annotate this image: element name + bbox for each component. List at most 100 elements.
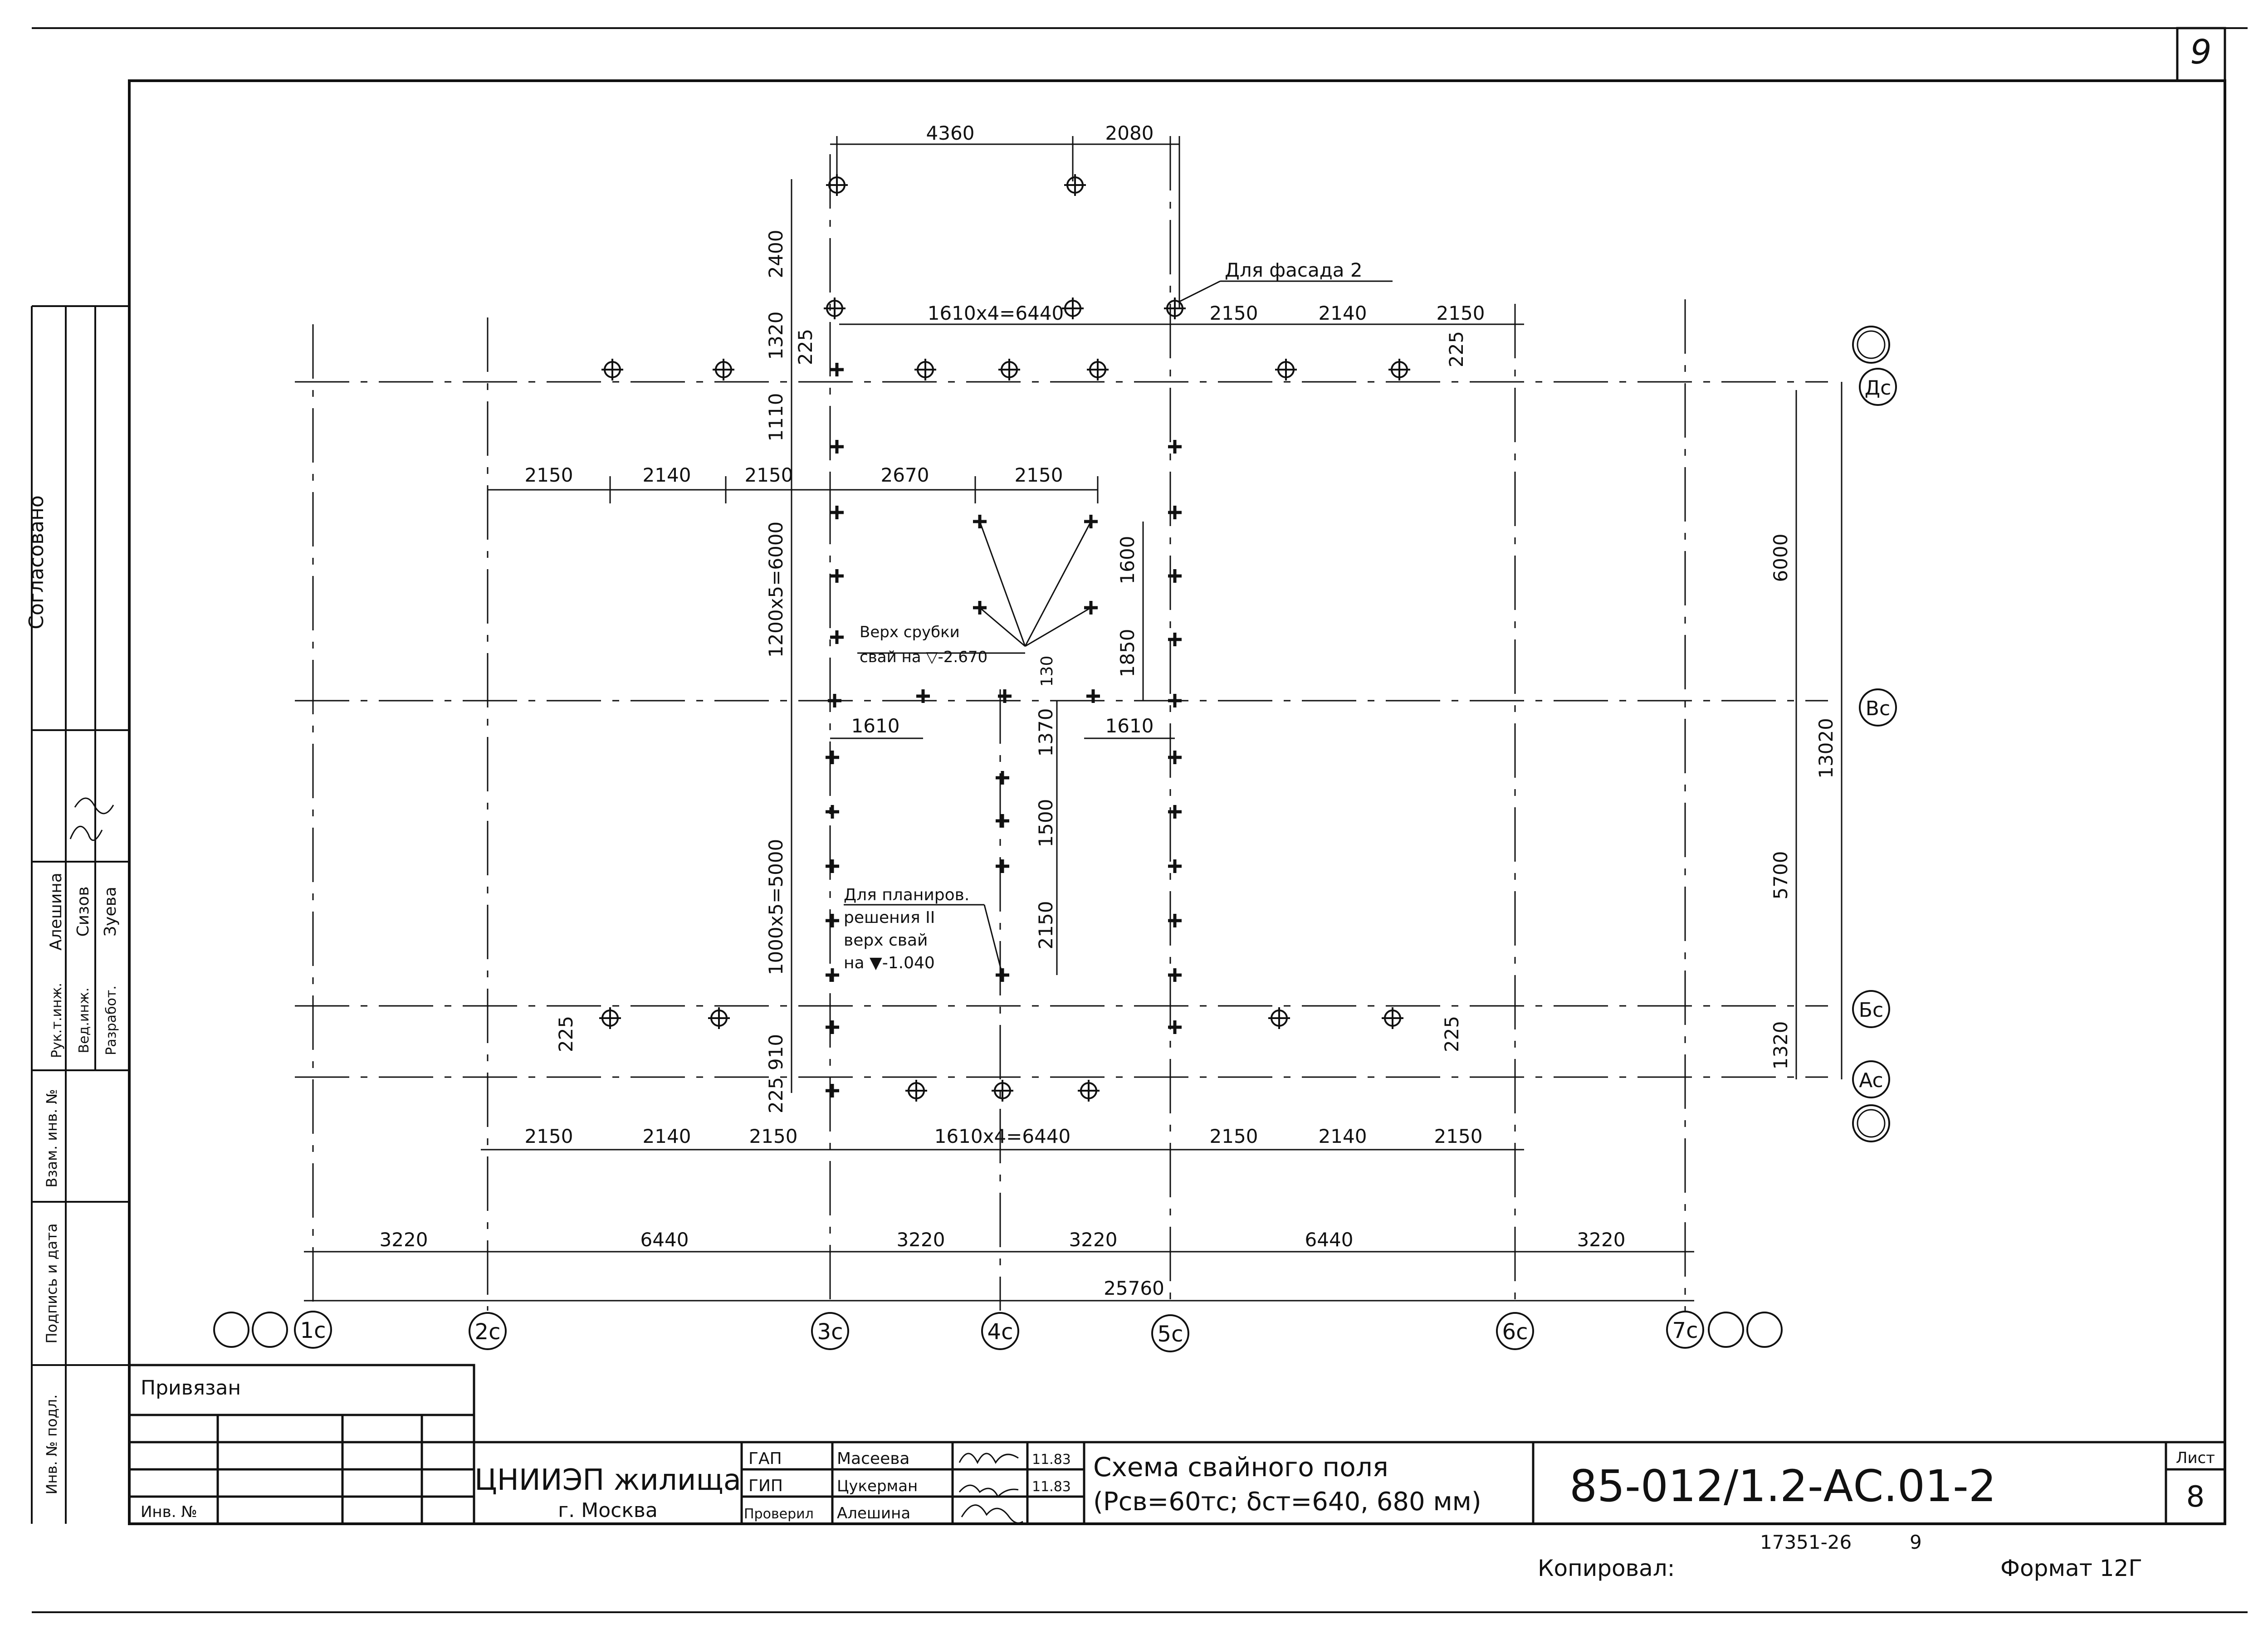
column-axis-markers: 1c 2c 3c 4c 5c 6c 7c <box>213 1311 1783 1352</box>
dim-bottom-2150b: 2150 <box>749 1125 798 1147</box>
dim-bottom-2150a: 2150 <box>525 1125 573 1147</box>
dim-inner-1500: 1500 <box>1035 799 1057 848</box>
axis-bubble-5c: 5c <box>1151 1314 1189 1352</box>
dim-top-v-1110: 1110 <box>765 393 787 442</box>
stamp-name-3: Алешина <box>837 1504 910 1522</box>
svg-text:1c: 1c <box>300 1318 326 1343</box>
dim-right-6000: 6000 <box>1769 534 1792 582</box>
dim-right-1320: 1320 <box>1769 1021 1792 1070</box>
dim-upper-2140: 2140 <box>1319 302 1367 324</box>
dim-axis-6440b: 6440 <box>1305 1229 1354 1251</box>
stamp-code: 85-012/1.2-АС.01-2 <box>1569 1461 1996 1512</box>
axis-bubble-2c: 2c <box>469 1312 507 1350</box>
dim-bottom-2150c: 2150 <box>1210 1125 1258 1147</box>
svg-text:6c: 6c <box>1502 1319 1528 1345</box>
note-plan-2: решения II <box>844 908 935 927</box>
dim-bottom-2150d: 2150 <box>1434 1125 1483 1147</box>
dim-inner-1850: 1850 <box>1116 629 1139 678</box>
side-name-1: Алешина <box>47 873 65 951</box>
dim-second-2150b: 2150 <box>745 464 793 486</box>
dim-left-225b: 225 <box>765 1077 787 1113</box>
dim-axis-3220b: 3220 <box>897 1229 945 1251</box>
svg-text:4c: 4c <box>987 1319 1013 1345</box>
dim-bottom-6440: 1610x4=6440 <box>934 1125 1071 1147</box>
dim-bottom-2140a: 2140 <box>643 1125 691 1147</box>
dim-second-2150a: 2150 <box>525 464 573 486</box>
dimension-lines <box>304 136 1843 1302</box>
dim-axis-3220d: 3220 <box>1577 1229 1626 1251</box>
axis-bubble-Bc: Бс <box>1852 990 1890 1028</box>
stamp-title-2: (Рсв=60тс; δст=640, 680 мм) <box>1093 1487 1481 1517</box>
footer-copied: Копировал: <box>1538 1555 1675 1581</box>
svg-text:5c: 5c <box>1158 1322 1183 1347</box>
side-cell-orig: Инв. № подл. <box>43 1395 60 1495</box>
dim-right-5700: 5700 <box>1769 851 1792 900</box>
axis-bubble-Vc: Вс <box>1859 688 1897 727</box>
note-plan-1: Для планиров. <box>844 886 969 904</box>
dim-top-2080: 2080 <box>1105 122 1154 144</box>
stamp-sheet-no: 8 <box>2186 1480 2205 1514</box>
dim-left-910: 910 <box>765 1034 787 1070</box>
dim-right-13020: 13020 <box>1815 718 1837 779</box>
footer-copy-no: 17351-26 <box>1760 1531 1852 1553</box>
stamp-role-2: ГИП <box>748 1477 783 1495</box>
dim-left-5000: 1000x5=5000 <box>765 839 787 976</box>
axis-bubble-7c: 7c <box>1666 1311 1783 1349</box>
stamp-org-1: ЦНИИЭП жилища <box>474 1463 741 1497</box>
dim-inner-1600: 1600 <box>1116 536 1139 585</box>
stamp-title-1: Схема свайного поля <box>1093 1452 1388 1483</box>
stamp-inv-no: Инв. № <box>141 1503 197 1521</box>
signature-marks <box>69 797 1023 1524</box>
stamp-date-2: 11.83 <box>1032 1479 1071 1495</box>
title-block-text: Привязан Инв. № ЦНИИЭП жилища г. Москва … <box>141 1376 2215 1522</box>
dim-top-v-1320: 1320 <box>765 312 787 360</box>
dim-inner-2150: 2150 <box>1035 901 1057 950</box>
dim-left-225a: 225 <box>555 1016 577 1052</box>
side-cell-sign: Подпись и дата <box>43 1223 60 1343</box>
stamp-date-1: 11.83 <box>1032 1452 1071 1468</box>
stamp-org-2: г. Москва <box>558 1499 658 1522</box>
dim-upper-2150a: 2150 <box>1210 302 1258 324</box>
footer-format: Формат 12Г <box>2000 1555 2142 1581</box>
dim-inner-1370: 1370 <box>1035 708 1057 757</box>
svg-text:7c: 7c <box>1672 1318 1698 1343</box>
dim-second-2670: 2670 <box>881 464 929 486</box>
dim-upper-225: 225 <box>1445 331 1467 367</box>
dim-inner-1610a: 1610 <box>851 715 900 737</box>
dim-top-4360: 4360 <box>926 122 975 144</box>
svg-text:3c: 3c <box>817 1319 843 1345</box>
axis-bubble-Dc: Дс <box>1859 368 1897 406</box>
dim-second-2140: 2140 <box>643 464 691 486</box>
dim-top-v-225: 225 <box>794 329 816 365</box>
svg-text:Вс: Вс <box>1866 697 1890 720</box>
note-facade: Для фасада 2 <box>1225 259 1363 281</box>
svg-text:2c: 2c <box>475 1319 501 1345</box>
side-cell-replace: Взам. инв. № <box>43 1089 60 1187</box>
note-plan-3: верх свай <box>844 931 928 950</box>
dim-overall: 25760 <box>1104 1277 1164 1299</box>
stamp-role-1: ГАП <box>748 1449 782 1468</box>
axis-bubble-Ac: Ac <box>1852 1060 1890 1098</box>
axis-bubble-6c: 6c <box>1496 1312 1534 1350</box>
footer-copy-page: 9 <box>1910 1531 1922 1553</box>
sheet-frame <box>32 27 2248 1613</box>
stamp-name-1: Масеева <box>837 1449 910 1468</box>
side-name-3: Зуева <box>101 887 120 937</box>
axis-lines <box>295 136 1828 1311</box>
note-plan-4: на ▼-1.040 <box>844 954 935 972</box>
axis-bubble-1c: 1c <box>213 1311 332 1349</box>
dim-upper-2150b: 2150 <box>1437 302 1485 324</box>
dim-inner-225: 225 <box>1441 1016 1463 1052</box>
svg-text:Ac: Ac <box>1859 1069 1883 1092</box>
note-pile-top-1: Верх срубки <box>860 623 960 641</box>
leader-lines <box>844 280 1393 976</box>
title-block-frame <box>128 1364 2225 1525</box>
stamp-name-2: Цукерман <box>837 1477 918 1495</box>
side-stamp-text: Согласовано Алешина Сизов Зуева Рук.т.ин… <box>25 495 120 1494</box>
dim-bottom-2140b: 2140 <box>1319 1125 1367 1147</box>
side-stamp <box>31 305 129 1524</box>
dim-axis-6440a: 6440 <box>640 1229 689 1251</box>
stamp-attached: Привязан <box>141 1376 241 1400</box>
dim-second-2150c: 2150 <box>1015 464 1063 486</box>
